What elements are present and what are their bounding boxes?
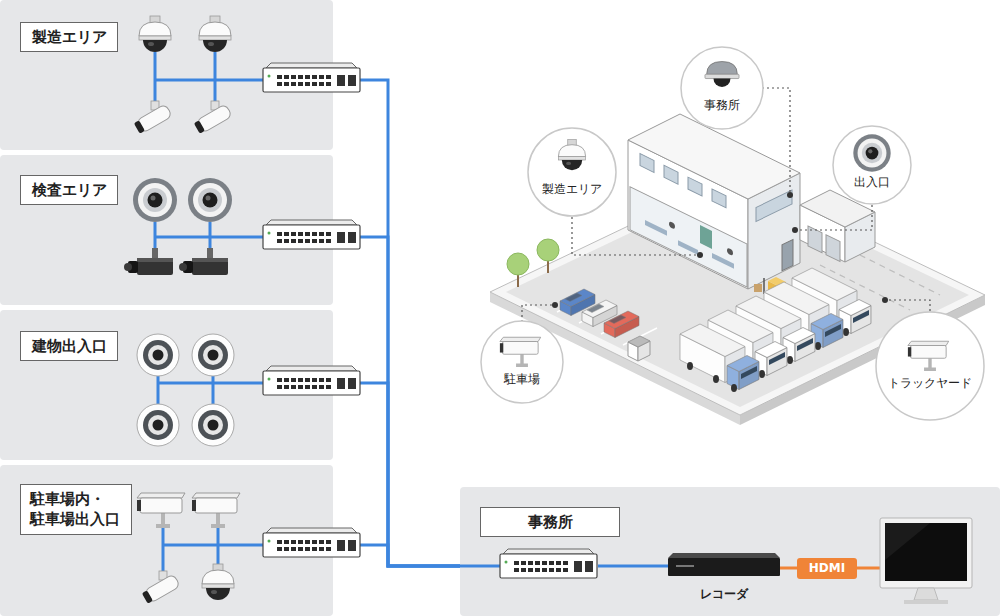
area-panel: 建物出入口 bbox=[0, 310, 333, 460]
building-part-part bbox=[645, 220, 667, 236]
callout-circle bbox=[875, 311, 985, 421]
building-part-part bbox=[712, 253, 734, 269]
guard-booth bbox=[628, 336, 650, 361]
callout-text-box: 駐車場 bbox=[504, 372, 540, 387]
signal-badge: HDMI bbox=[797, 558, 857, 579]
network-cable bbox=[333, 383, 460, 566]
cars bbox=[560, 289, 639, 338]
forklift-part bbox=[754, 284, 762, 292]
callout-text-box: 製造エリア bbox=[542, 182, 602, 197]
camera-icon bbox=[558, 140, 585, 171]
area-heading: 建物出入口 bbox=[30, 336, 108, 356]
callout-circle-outline bbox=[528, 128, 616, 216]
cars-part bbox=[604, 311, 639, 338]
camera-callout: 事務所 bbox=[680, 46, 764, 130]
area-heading: 検査エリア bbox=[30, 180, 108, 200]
callout-text-box: トラックヤード bbox=[888, 376, 972, 391]
callout-label: 出入口 bbox=[854, 175, 890, 190]
building-part-part bbox=[664, 165, 678, 184]
building bbox=[628, 114, 875, 289]
area-heading: 事務所 bbox=[490, 512, 610, 532]
area-heading-box: 駐車場内・ 駐車場出入口 bbox=[20, 484, 132, 535]
camera-icon bbox=[500, 337, 541, 365]
building-part-part bbox=[669, 221, 675, 230]
panel-devices bbox=[137, 493, 360, 605]
camera-callout: 駐車場 bbox=[480, 320, 564, 404]
camera-icon bbox=[908, 341, 949, 369]
area-heading-box: 事務所 bbox=[480, 507, 620, 537]
building-part bbox=[756, 189, 793, 283]
camera-callout: トラックヤード bbox=[875, 311, 985, 421]
network-cable bbox=[333, 80, 460, 566]
building-part-part bbox=[782, 239, 793, 270]
camera-icon bbox=[705, 62, 739, 88]
trees-part bbox=[507, 253, 529, 275]
callout-circle bbox=[680, 46, 764, 130]
callout-label: 駐車場 bbox=[504, 372, 540, 387]
trucks-part bbox=[680, 324, 759, 392]
area-panel: 検査エリア bbox=[0, 155, 333, 305]
leader-dots-part bbox=[787, 192, 793, 198]
callout-circle-outline bbox=[681, 47, 763, 129]
area-panel: 駐車場内・ 駐車場出入口 bbox=[0, 465, 333, 616]
callout-circle bbox=[832, 125, 912, 205]
device-label: レコーダ bbox=[700, 587, 748, 602]
trucks bbox=[680, 268, 871, 392]
area-heading: 駐車場内・ 駐車場出入口 bbox=[30, 489, 122, 530]
callout-circle bbox=[480, 320, 564, 404]
camera-icon bbox=[853, 134, 890, 171]
building-part-part bbox=[700, 225, 712, 249]
leader-dots-part bbox=[552, 302, 558, 308]
building-part bbox=[808, 226, 840, 262]
callout-text-box: 出入口 bbox=[854, 175, 890, 190]
area-heading-box: 建物出入口 bbox=[20, 331, 118, 361]
leader-dots-part bbox=[882, 297, 888, 303]
building-part-part bbox=[712, 189, 726, 208]
network-cable bbox=[333, 237, 460, 566]
area-heading: 製造エリア bbox=[30, 27, 108, 47]
building-part-part bbox=[640, 154, 654, 173]
camera-callout: 製造エリア bbox=[527, 127, 617, 217]
area-heading-box: 製造エリア bbox=[20, 22, 118, 52]
building-part-part bbox=[630, 187, 747, 287]
callout-circle-outline bbox=[481, 321, 563, 403]
callout-label: 事務所 bbox=[704, 98, 740, 113]
trees-part bbox=[537, 239, 559, 261]
panel-devices bbox=[137, 334, 360, 446]
callout-circle-outline bbox=[833, 126, 911, 204]
building-part bbox=[630, 149, 747, 287]
area-panel: 製造エリア bbox=[0, 0, 333, 150]
building-part-part bbox=[756, 190, 792, 222]
callout-circle bbox=[527, 127, 617, 217]
building-part-part bbox=[678, 240, 698, 255]
callout-circle-outline bbox=[876, 312, 984, 420]
panel-devices bbox=[133, 16, 360, 135]
leader-dots-part bbox=[697, 252, 703, 258]
guard-booth-part bbox=[628, 336, 650, 347]
building-part-part bbox=[727, 247, 733, 256]
leader-dots-part bbox=[792, 227, 798, 233]
network-cable bbox=[333, 545, 460, 566]
callout-text-box: 事務所 bbox=[704, 98, 740, 113]
leader-dots bbox=[552, 192, 888, 308]
area-heading-box: 検査エリア bbox=[20, 175, 118, 205]
building-part-part bbox=[826, 235, 840, 262]
callout-label: トラックヤード bbox=[888, 376, 972, 391]
trees bbox=[507, 239, 559, 287]
leader-lines bbox=[522, 88, 930, 366]
camera-callout: 出入口 bbox=[832, 125, 912, 205]
panel-devices bbox=[124, 178, 360, 275]
callout-label: 製造エリア bbox=[542, 182, 602, 197]
building-part-part bbox=[688, 177, 702, 196]
